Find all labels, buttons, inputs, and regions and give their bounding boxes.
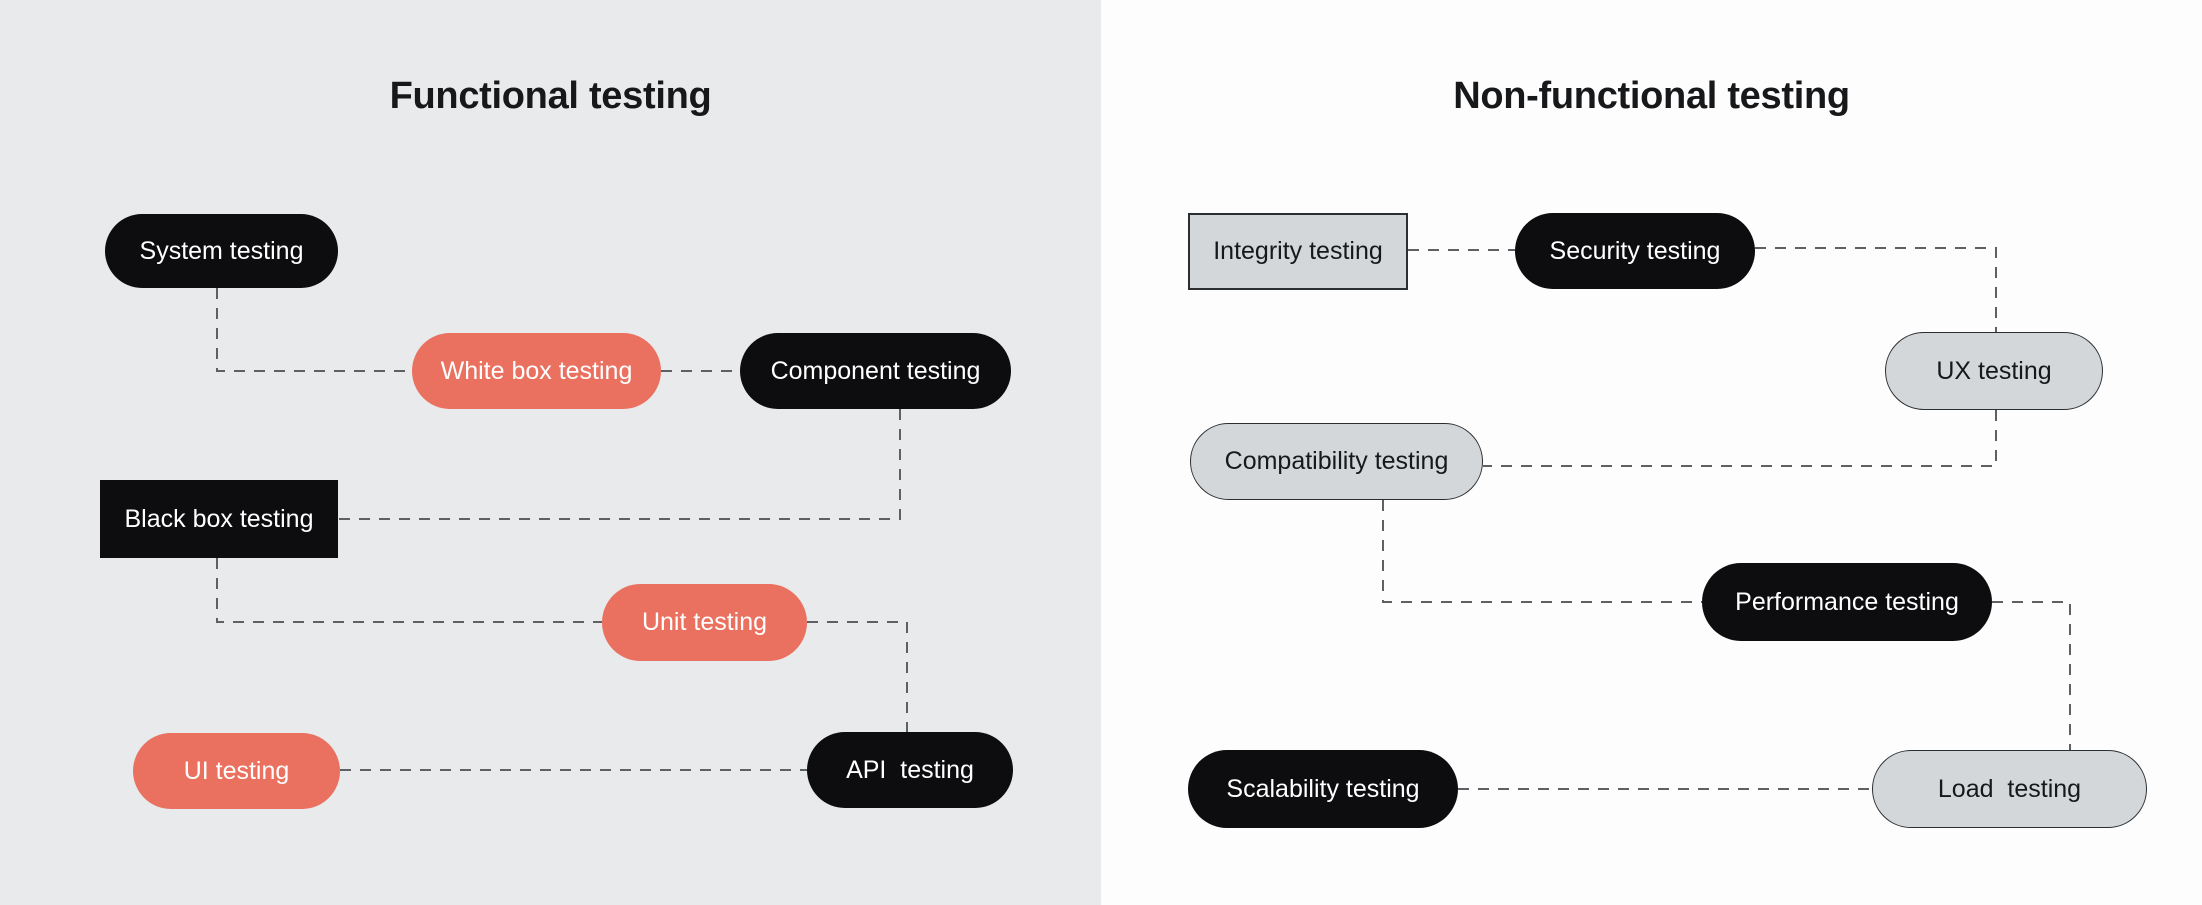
node-unit-testing[interactable]: Unit testing — [602, 584, 807, 661]
node-component-testing[interactable]: Component testing — [740, 333, 1011, 409]
connector-compatibility-to-performance — [1382, 500, 1702, 603]
node-integrity-testing[interactable]: Integrity testing — [1188, 213, 1408, 290]
node-label: White box testing — [440, 356, 633, 385]
node-label: Component testing — [770, 356, 981, 385]
connector-blackbox-to-unit — [216, 558, 602, 623]
connector-performance-to-load — [1992, 601, 2071, 750]
node-label: API testing — [846, 755, 974, 784]
node-label: Security testing — [1549, 236, 1721, 265]
connector-security-to-ux — [1755, 247, 1997, 332]
node-performance-testing[interactable]: Performance testing — [1702, 563, 1992, 641]
node-label: Performance testing — [1735, 587, 1959, 616]
node-label: Unit testing — [641, 608, 768, 636]
node-black-box-testing[interactable]: Black box testing — [100, 480, 338, 558]
node-label: Integrity testing — [1213, 237, 1383, 265]
node-label: Black box testing — [124, 504, 314, 533]
connector-unit-to-api — [807, 621, 908, 732]
non-functional-title: Non-functional testing — [1453, 75, 1850, 117]
node-ux-testing[interactable]: UX testing — [1885, 332, 2103, 410]
node-label: Compatibility testing — [1224, 447, 1449, 475]
node-load-testing[interactable]: Load testing — [1872, 750, 2147, 828]
node-label: UI testing — [183, 756, 290, 785]
connector-component-to-blackbox — [338, 409, 901, 520]
node-compatibility-testing[interactable]: Compatibility testing — [1190, 423, 1483, 500]
node-label: System testing — [139, 236, 304, 265]
connector-system-to-whitebox — [216, 288, 412, 372]
node-system-testing[interactable]: System testing — [105, 214, 338, 288]
node-ui-testing[interactable]: UI testing — [133, 733, 340, 809]
node-security-testing[interactable]: Security testing — [1515, 213, 1755, 289]
functional-title: Functional testing — [389, 75, 712, 117]
node-white-box-testing[interactable]: White box testing — [412, 333, 661, 409]
node-label: UX testing — [1936, 356, 2052, 385]
node-api-testing[interactable]: API testing — [807, 732, 1013, 808]
connector-ux-to-compatibility — [1483, 410, 1997, 467]
node-label: Scalability testing — [1226, 774, 1420, 803]
node-scalability-testing[interactable]: Scalability testing — [1188, 750, 1458, 828]
node-label: Load testing — [1937, 774, 2082, 803]
